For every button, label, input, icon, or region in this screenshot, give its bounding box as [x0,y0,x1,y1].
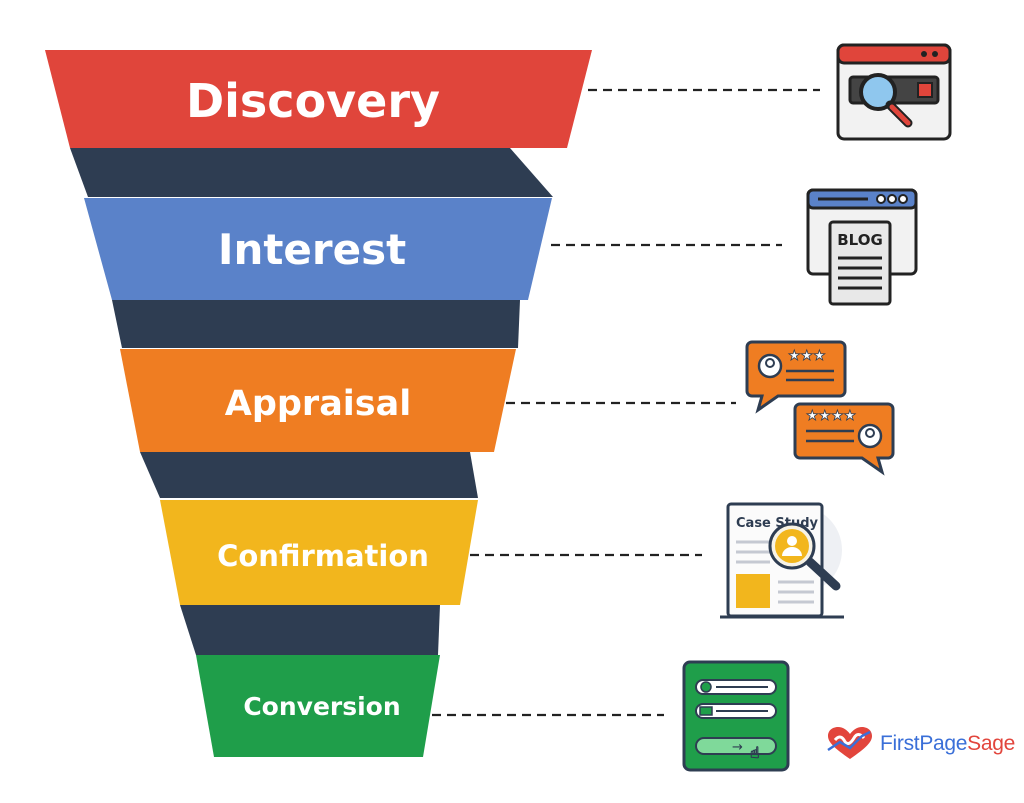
svg-text:★★★★: ★★★★ [806,408,856,424]
band-discovery [45,50,592,148]
brand-name-first: FirstPage [880,732,968,755]
connector-1 [70,148,553,197]
funnel-connectors [70,148,553,655]
stage-label-appraisal: Appraisal [225,384,412,424]
funnel-labels: Discovery Interest Appraisal Confirmatio… [186,74,440,721]
heart-chart-logo-icon [827,727,872,759]
band-confirmation [160,500,478,605]
connector-2 [112,300,520,348]
connector-4 [180,605,440,655]
stage-label-interest: Interest [218,225,406,274]
stage-label-conversion: Conversion [243,692,400,721]
stage-label-discovery: Discovery [186,74,440,128]
band-interest [84,198,552,300]
leader-lines [432,88,820,717]
brand-name: FirstPageSage [880,732,1015,756]
funnel-bands [45,50,592,757]
svg-text:☝: ☝ [750,743,760,762]
blog-label: BLOG [837,231,883,249]
band-appraisal [120,349,516,452]
blog-page-icon: BLOG [806,188,918,306]
case-study-icon: Case Study [720,502,844,619]
svg-text:★★★: ★★★ [788,348,826,364]
review-bubbles-icon: ★★★ ★★★★ [745,340,895,476]
svg-text:→: → [732,740,743,755]
brand-logo: FirstPageSage [826,724,1015,764]
stage-label-confirmation: Confirmation [217,539,429,573]
connector-3 [140,452,478,498]
signup-form-icon: → ☝ [682,660,790,772]
band-conversion [196,655,440,757]
browser-search-icon [836,43,952,141]
brand-name-sage: Sage [967,732,1016,755]
